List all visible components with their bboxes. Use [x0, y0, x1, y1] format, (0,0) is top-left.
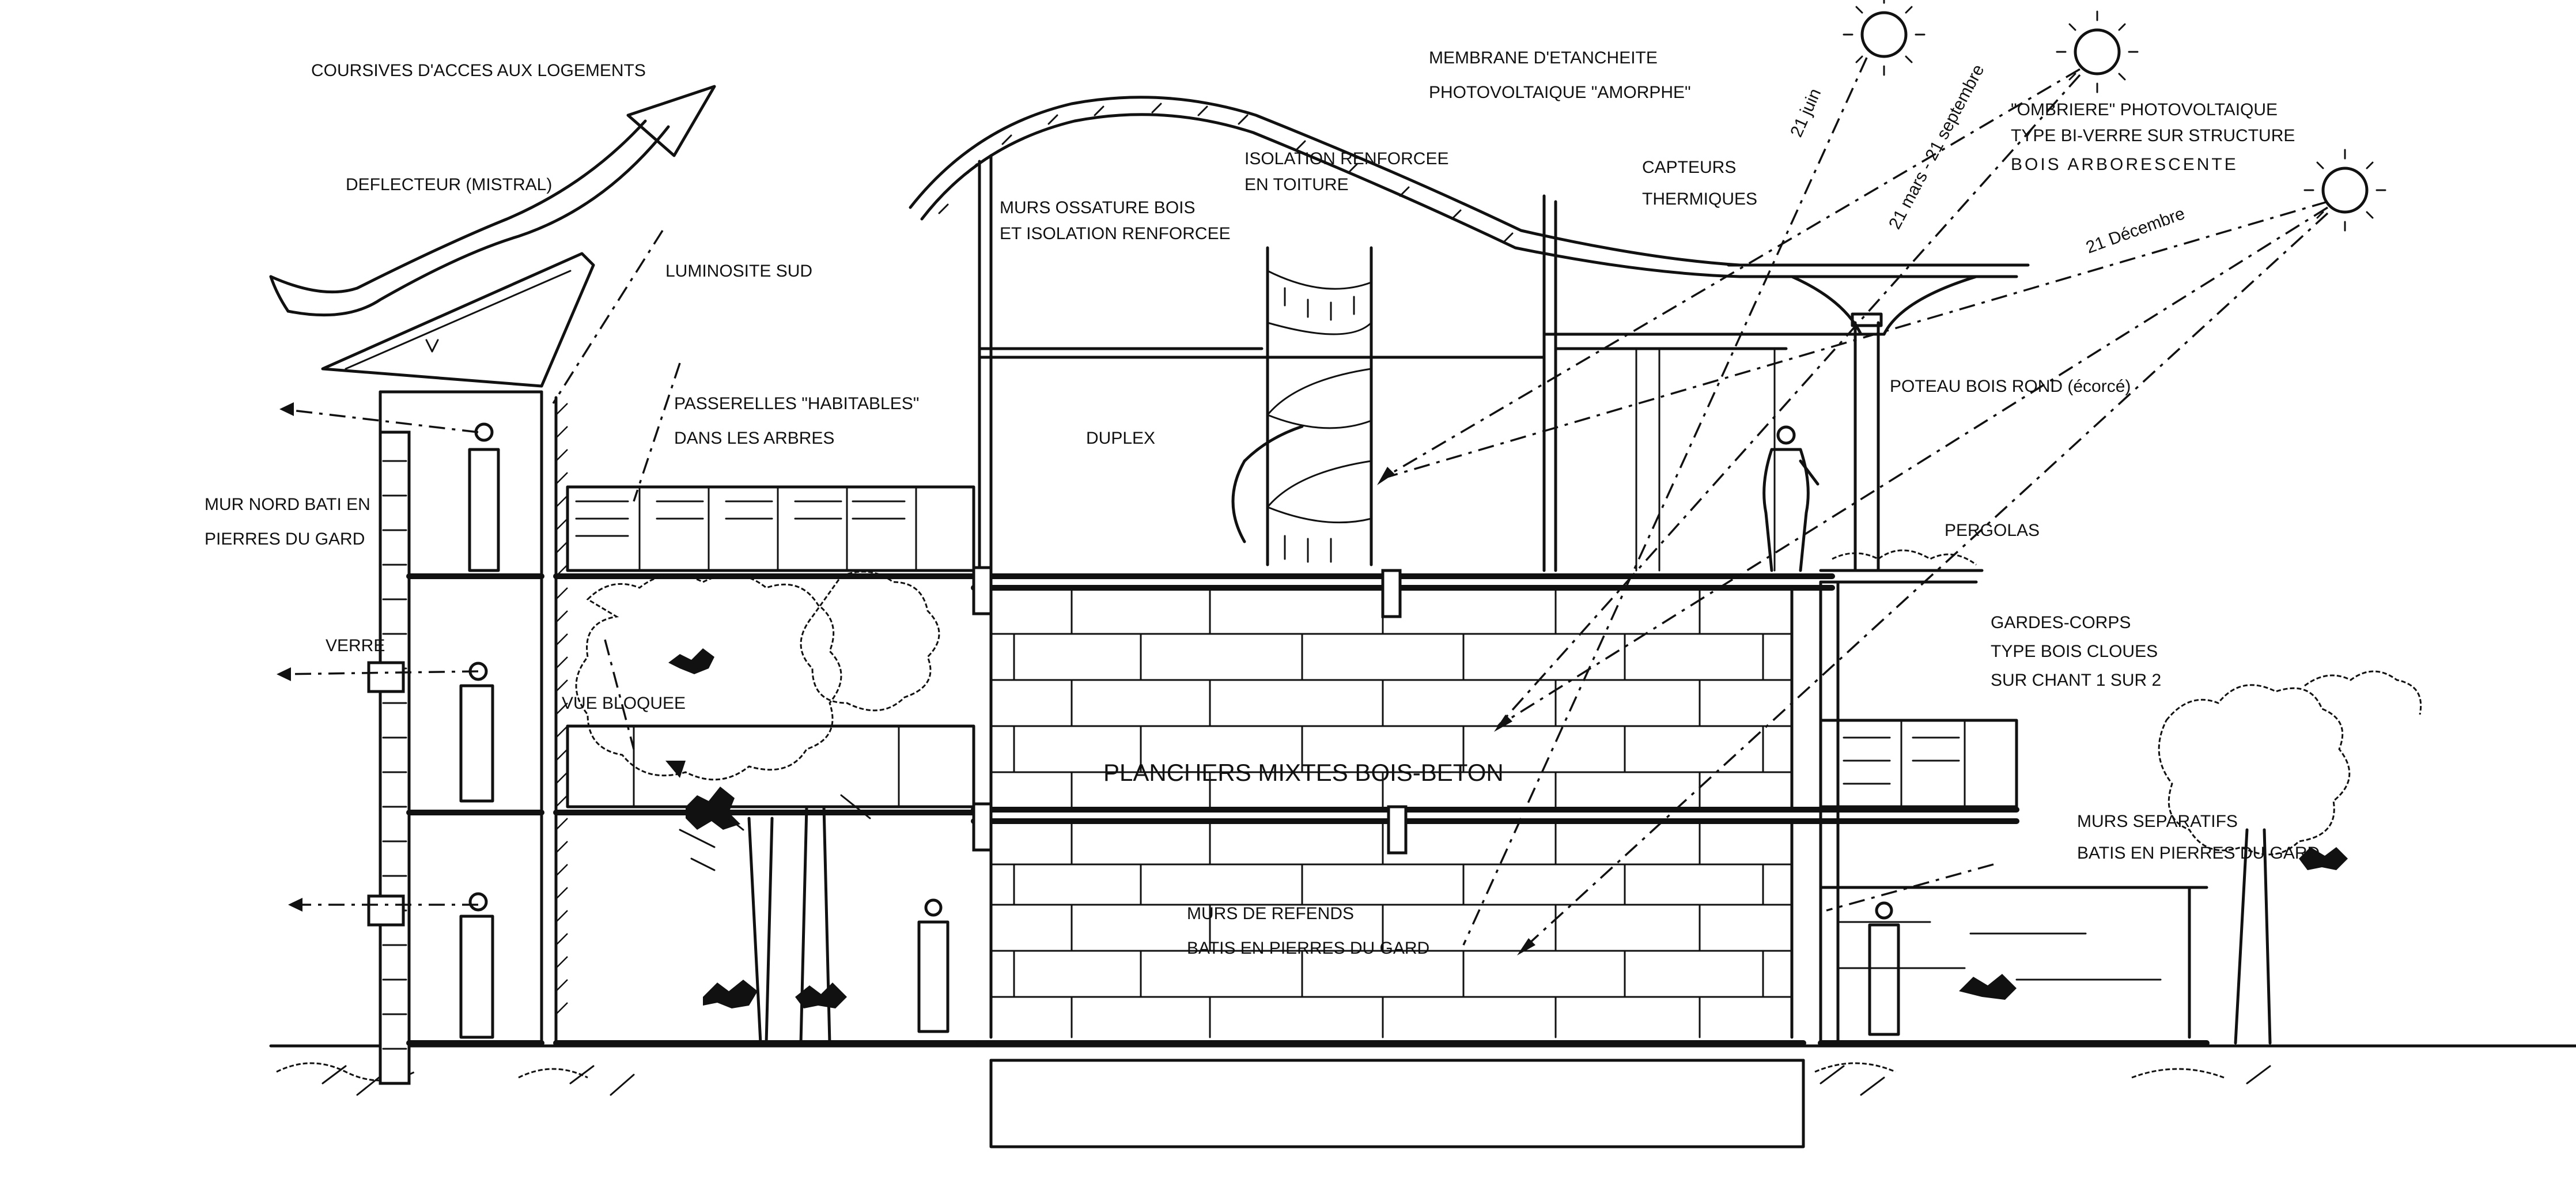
- label-murs-sep-2: BATIS EN PIERRES DU GARD: [2077, 844, 2320, 863]
- view-arrows-left: [277, 402, 479, 912]
- label-sun-march-sept: 21 mars - 21 septembre: [1885, 62, 1988, 233]
- person-icon: [459, 662, 494, 803]
- pointer-arrows: [604, 362, 686, 778]
- label-membrane-1: MEMBRANE D'ETANCHEITE: [1429, 48, 1658, 67]
- label-murs-ref-2: BATIS EN PIERRES DU GARD: [1187, 939, 1429, 958]
- label-ombriere-3: BOIS ARBORESCENTE: [2011, 155, 2238, 174]
- main-building: [909, 96, 2030, 1148]
- left-building-floors: [406, 390, 568, 1046]
- label-murs-ossature-1: MURS OSSATURE BOIS: [1000, 198, 1196, 217]
- label-passerelles-1: PASSERELLES "HABITABLES": [674, 394, 919, 413]
- label-sun-june: 21 juin: [1787, 86, 1825, 140]
- label-isolation-1: ISOLATION RENFORCEE: [1245, 149, 1449, 168]
- wind-arrow-icon: [269, 85, 716, 317]
- label-poteau: POTEAU BOIS ROND (écorcé): [1890, 377, 2131, 396]
- label-membrane-2: PHOTOVOLTAIQUE "AMORPHE": [1429, 83, 1691, 102]
- label-deflecteur: DEFLECTEUR (MISTRAL): [346, 175, 552, 194]
- label-ombriere-2: TYPE BI-VERRE SUR STRUCTURE: [2011, 126, 2295, 145]
- label-murs-ref-1: MURS DE REFENDS: [1187, 904, 1354, 923]
- label-mur-nord-2: PIERRES DU GARD: [205, 530, 365, 549]
- label-sun-december: 21 Décembre: [2083, 204, 2188, 258]
- label-luminosite: LUMINOSITE SUD: [665, 262, 812, 281]
- label-planchers: PLANCHERS MIXTES BOIS-BETON: [1103, 759, 1504, 786]
- person-icon: [459, 892, 494, 1039]
- person-icon: [1762, 425, 1820, 572]
- sun-icon: [2303, 149, 2386, 232]
- label-gardes-2: TYPE BOIS CLOUES: [1991, 642, 2158, 661]
- label-verre: VERRE: [326, 636, 385, 655]
- deflector-roof: [321, 252, 595, 434]
- label-isolation-2: EN TOITURE: [1245, 175, 1349, 194]
- person-icon: [468, 422, 500, 572]
- label-murs-ossature-2: ET ISOLATION RENFORCEE: [1000, 224, 1231, 243]
- label-ombriere-1: "OMBRIERE" PHOTOVOLTAIQUE: [2011, 100, 2278, 119]
- label-murs-sep-1: MURS SEPARATIFS: [2077, 812, 2238, 831]
- label-duplex: DUPLEX: [1086, 429, 1155, 448]
- label-pergolas: PERGOLAS: [1945, 521, 2040, 540]
- garden-trees: [1959, 670, 2422, 1045]
- person-icon: [1868, 901, 1900, 1036]
- label-vue-bloquee: VUE BLOQUEE: [562, 694, 686, 713]
- sun-icon: [1843, 0, 1926, 76]
- label-coursives: COURSIVES D'ACCES AUX LOGEMENTS: [311, 61, 646, 80]
- trees-courtyard: [575, 570, 940, 1045]
- label-capteurs-1: CAPTEURS: [1642, 158, 1736, 177]
- sun-icon: [2056, 10, 2139, 93]
- pergola-terrace: [1818, 549, 2210, 1046]
- sun-rays: [552, 57, 2329, 955]
- label-mur-nord-1: MUR NORD BATI EN: [205, 495, 370, 514]
- person-icon: [917, 898, 950, 1033]
- ground: [269, 1044, 2576, 1096]
- label-capteurs-2: THERMIQUES: [1642, 190, 1757, 209]
- label-passerelles-2: DANS LES ARBRES: [674, 429, 834, 448]
- north-wall: [367, 430, 411, 1085]
- label-gardes-1: GARDES-CORPS: [1991, 613, 2131, 632]
- label-gardes-3: SUR CHANT 1 SUR 2: [1991, 671, 2161, 690]
